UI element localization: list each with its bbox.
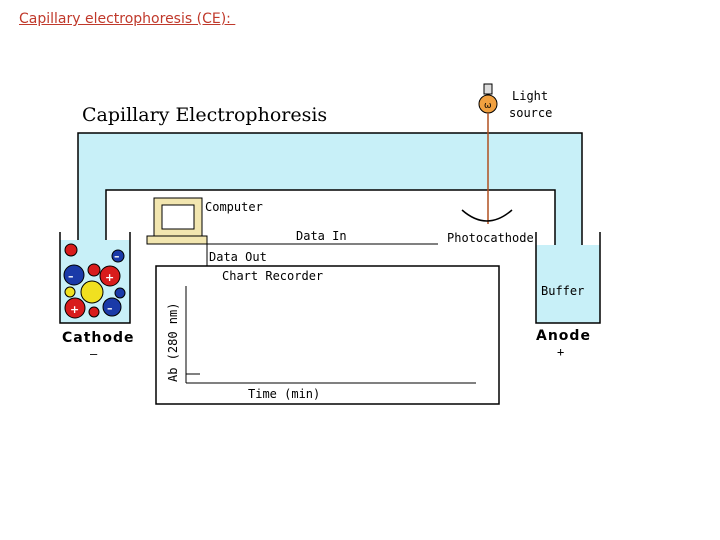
data-in-label: Data In xyxy=(296,229,347,243)
anode-sign: + xyxy=(557,345,564,359)
photocathode-label: Photocathode xyxy=(447,231,534,245)
svg-text:+: + xyxy=(70,303,79,316)
slide-title: Capillary electrophoresis (CE): xyxy=(19,11,236,27)
cathode-beaker: – – + + – xyxy=(59,232,131,324)
svg-text:ω: ω xyxy=(484,101,492,111)
data-out-label: Data Out xyxy=(209,250,267,264)
y-axis-label: Ab (280 nm) xyxy=(166,303,180,382)
light-source-label-1: Light xyxy=(512,89,548,103)
buffer-label: Buffer xyxy=(541,284,584,298)
svg-text:–: – xyxy=(68,270,74,283)
svg-text:+: + xyxy=(105,271,114,284)
computer-icon xyxy=(146,197,208,245)
diagram-title: Capillary Electrophoresis xyxy=(82,104,327,126)
cathode-label: Cathode xyxy=(62,330,135,346)
light-source-label-2: source xyxy=(509,106,552,120)
anode-label: Anode xyxy=(536,328,591,344)
photocathode-detector xyxy=(461,209,513,222)
svg-text:–: – xyxy=(114,250,120,263)
chart-recorder-label: Chart Recorder xyxy=(222,269,323,283)
svg-text:–: – xyxy=(107,302,113,315)
light-bulb-icon: ω xyxy=(478,83,498,114)
x-axis-label: Time (min) xyxy=(248,387,320,401)
anode-beaker xyxy=(535,232,601,324)
computer-label: Computer xyxy=(205,200,263,214)
cathode-sign: — xyxy=(90,347,98,361)
chart-recorder-box xyxy=(155,265,500,405)
